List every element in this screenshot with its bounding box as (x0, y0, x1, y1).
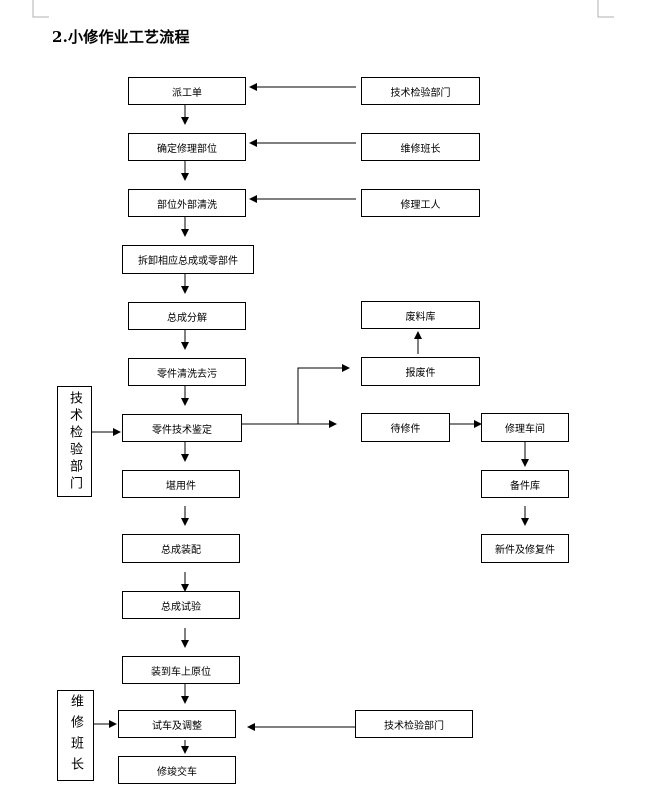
left-team-leader-label: 维修班长 (68, 693, 83, 778)
decompose-box: 总成分解 (128, 302, 246, 330)
part-clean-box: 零件清洗去污 (128, 358, 246, 386)
deliver-box: 修竣交车 (118, 756, 236, 784)
left-tech-dept-label: 技术检验部门 (67, 390, 82, 493)
spare-store-box: 备件库 (481, 470, 569, 498)
new-parts-box: 新件及修复件 (481, 534, 569, 563)
to-repair-box: 待修件 (361, 413, 450, 442)
page-title: 2.小修作业工艺流程 (52, 28, 190, 46)
install-box: 装到车上原位 (122, 656, 240, 684)
trial-box: 试车及调整 (118, 710, 236, 738)
left-tech-dept-box: 技术检验部门 (57, 386, 92, 497)
disassemble-box: 拆卸相应总成或零部件 (122, 245, 254, 274)
usable-box: 堪用件 (122, 470, 240, 498)
assemble-box: 总成装配 (122, 534, 240, 563)
worker-box: 修理工人 (361, 189, 480, 217)
locate-box: 确定修理部位 (128, 133, 246, 161)
dispatch-box: 派工单 (128, 77, 246, 105)
scrap-part-box: 报废件 (361, 357, 480, 386)
tech-dept-box-bottom: 技术检验部门 (355, 710, 473, 738)
inspect-box: 零件技术鉴定 (122, 414, 242, 442)
tech-dept-box-top: 技术检验部门 (361, 77, 480, 105)
clean-box: 部位外部清洗 (128, 189, 246, 217)
test-box: 总成试验 (122, 591, 240, 619)
scrap-store-box: 废料库 (361, 301, 480, 329)
workshop-box: 修理车间 (481, 413, 569, 442)
team-leader-box: 维修班长 (361, 133, 480, 161)
left-team-leader-box: 维修班长 (57, 690, 94, 781)
